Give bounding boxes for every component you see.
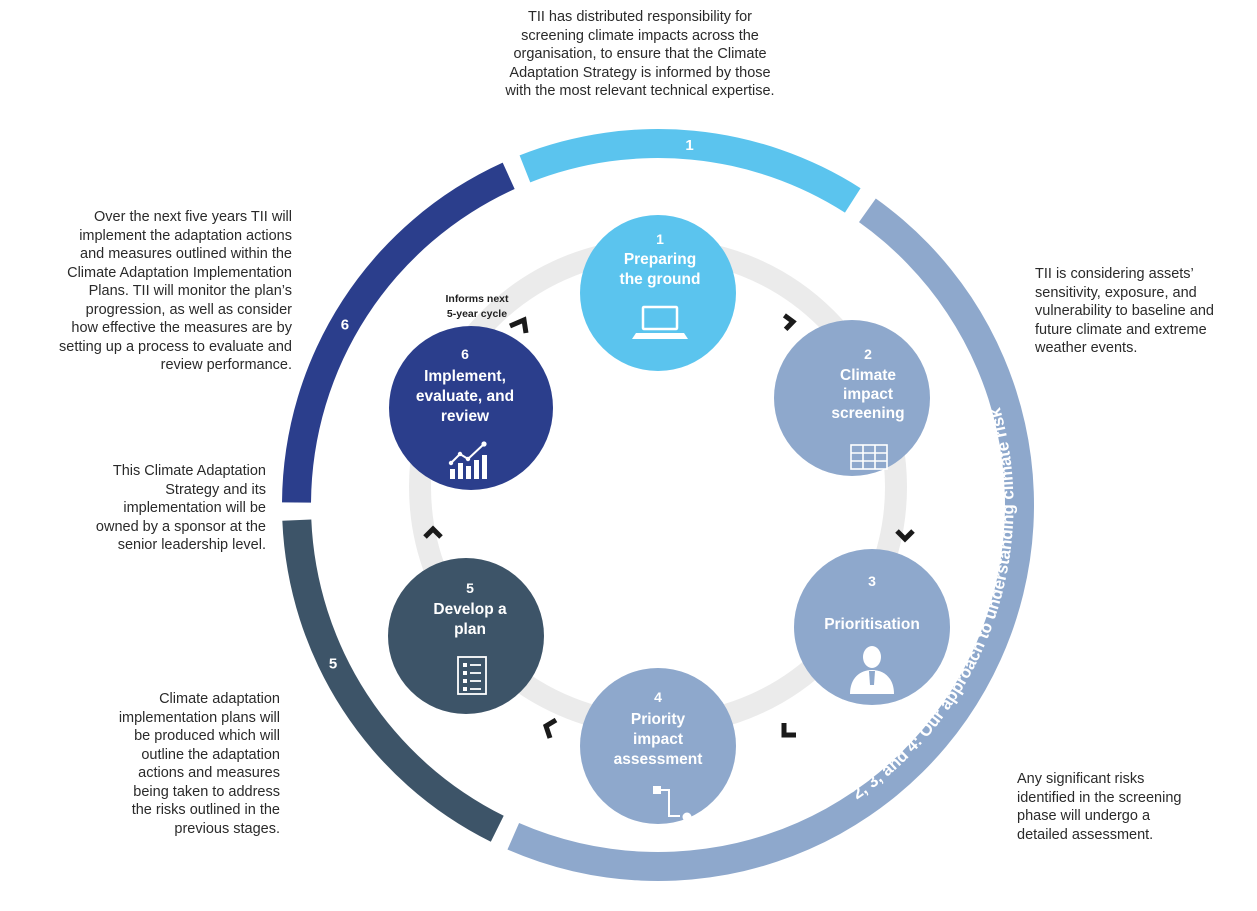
step-number-6: 6 xyxy=(461,346,469,362)
cycle-arrows xyxy=(423,313,915,739)
step-title-4b: impact xyxy=(633,731,683,748)
ring-segment-5-label: 5 xyxy=(329,655,337,672)
step-circle-4 xyxy=(580,668,736,824)
ring-segment-5 xyxy=(282,519,504,842)
ring-segment-1-label: 1 xyxy=(685,137,693,154)
step-title-6c: review xyxy=(441,408,490,425)
arrow-6-to-1-icon xyxy=(509,316,529,334)
step-number-4: 4 xyxy=(654,689,662,705)
laptop-icon xyxy=(632,305,688,339)
flow-icon xyxy=(653,786,692,822)
note-top-left: Over the next five years TII will implem… xyxy=(59,209,292,373)
step-number-1: 1 xyxy=(656,231,664,247)
note-top-right: TII is considering assets’ sensitivity, … xyxy=(1035,266,1214,356)
cycle-note-line2: 5-year cycle xyxy=(447,308,507,320)
step-title-3a: Prioritisation xyxy=(824,616,920,633)
step-node-3: 3 Prioritisation xyxy=(794,549,950,705)
checklist-icon xyxy=(457,656,487,695)
note-middle-left: This Climate Adaptation Strategy and its… xyxy=(95,463,266,553)
step-title-5b: plan xyxy=(454,621,486,638)
step-title-2c: screening xyxy=(831,405,904,422)
step-node-6: 6 Implement, evaluate, and review xyxy=(389,326,553,490)
arrow-5-to-6-icon xyxy=(423,525,443,539)
arrow-3-to-4-icon xyxy=(781,723,796,738)
step-circle-1 xyxy=(580,215,736,371)
step-number-5: 5 xyxy=(466,580,474,596)
arrow-2-to-3-icon xyxy=(895,529,915,543)
step-title-2a: Climate xyxy=(840,367,896,384)
step-number-3: 3 xyxy=(868,573,876,589)
step-circle-3 xyxy=(794,549,950,705)
step-circle-5 xyxy=(388,558,544,714)
step-circle-6 xyxy=(389,326,553,490)
arrow-1-to-2-icon xyxy=(782,313,797,332)
table-grid-icon xyxy=(850,444,888,470)
ring-segment-6-label: 6 xyxy=(341,316,349,333)
note-top: TII has distributed responsibility for s… xyxy=(505,9,775,99)
cycle-note-line1: Informs next xyxy=(445,293,509,305)
step-title-4c: assessment xyxy=(614,751,703,768)
step-circle-2 xyxy=(774,320,930,476)
ring-segment-1 xyxy=(519,129,861,213)
step-title-4a: Priority xyxy=(631,711,686,728)
step-title-2b: impact xyxy=(843,386,893,403)
step-title-6b: evaluate, and xyxy=(416,388,514,405)
step-title-1a: Preparing xyxy=(624,251,696,268)
note-bottom-left: Climate adaptation implementation plans … xyxy=(118,691,280,837)
step-node-1: 1 Preparing the ground xyxy=(580,215,736,371)
step-number-2: 2 xyxy=(864,346,872,362)
step-title-1b: the ground xyxy=(620,271,701,288)
step-node-2: 2 Climate impact screening xyxy=(774,320,930,476)
step-node-5: 5 Develop a plan xyxy=(388,558,544,714)
step-node-4: 4 Priority impact assessment xyxy=(580,668,736,824)
step-title-5a: Develop a xyxy=(433,601,507,618)
arrow-4-to-5-icon xyxy=(542,717,558,739)
person-icon xyxy=(850,646,894,694)
note-bottom-right: Any significant risks identified in the … xyxy=(1017,771,1182,843)
growth-chart-icon xyxy=(448,441,487,479)
ring-segment-6 xyxy=(282,162,515,503)
step-title-6a: Implement, xyxy=(424,368,506,385)
